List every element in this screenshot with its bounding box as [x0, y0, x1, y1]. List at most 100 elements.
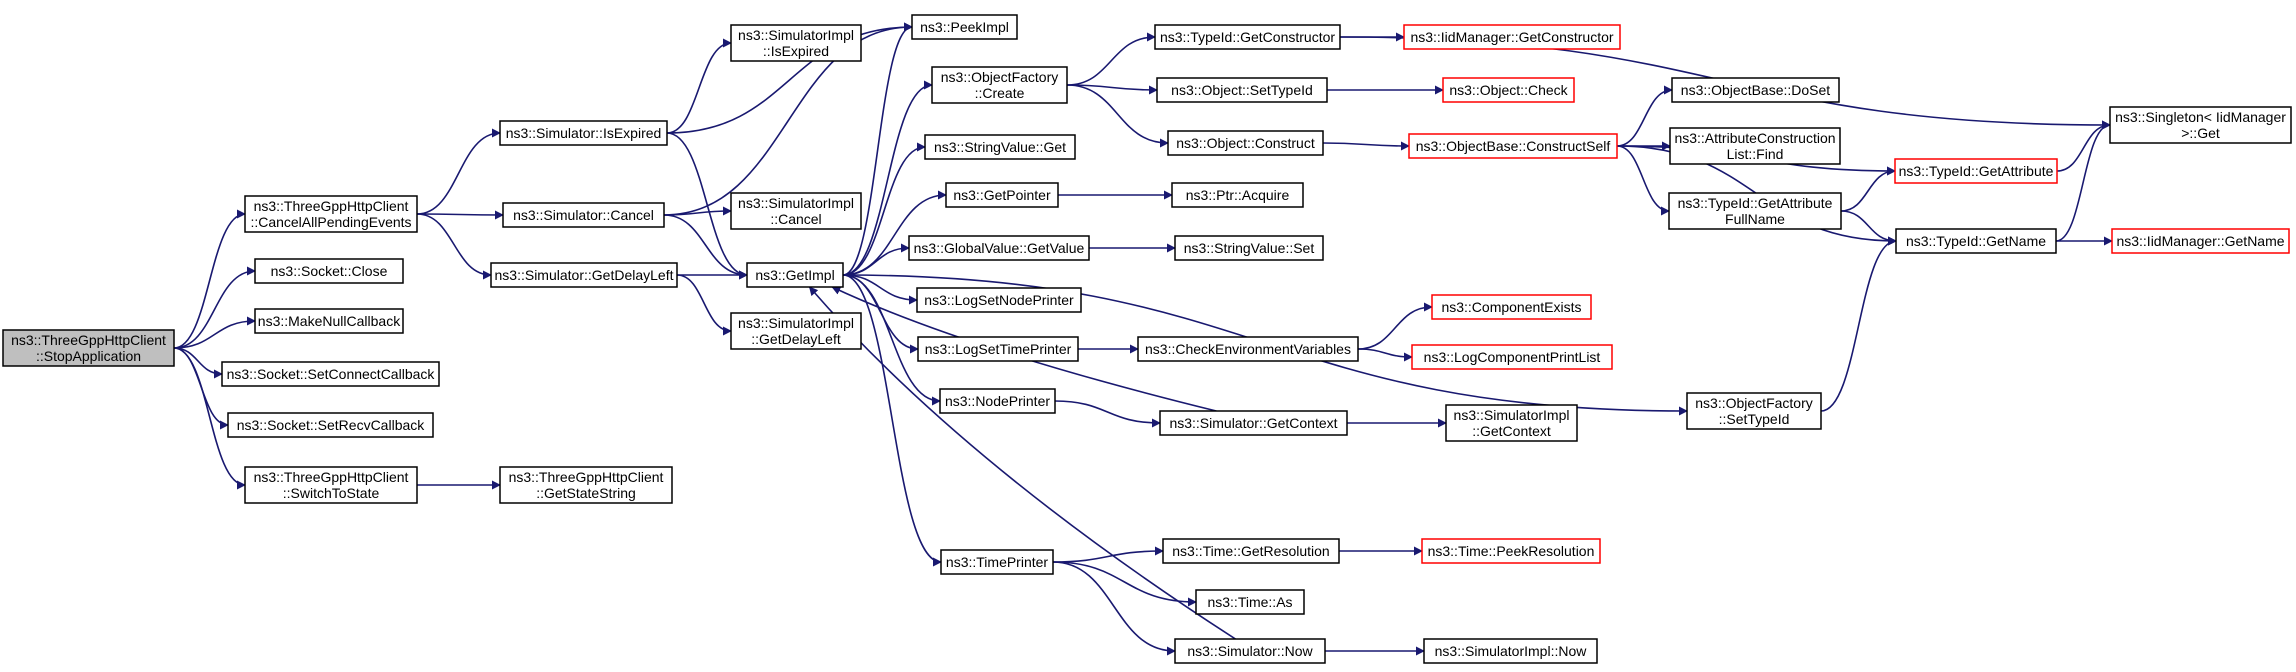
node-label: ns3::ObjectBase::ConstructSelf — [1416, 138, 1611, 154]
node-strset[interactable]: ns3::StringValue::Set — [1174, 235, 1324, 261]
node-box — [1668, 192, 1842, 230]
node-logcompprint[interactable]: ns3::LogComponentPrintList — [1411, 344, 1613, 370]
node-label: List::Find — [1727, 146, 1784, 162]
node-constructself[interactable]: ns3::ObjectBase::ConstructSelf — [1408, 133, 1618, 159]
node-box — [1171, 182, 1304, 208]
node-label: ns3::ObjectFactory — [1695, 395, 1813, 411]
node-label: ns3::SimulatorImpl — [1454, 407, 1570, 423]
node-box — [945, 182, 1059, 208]
node-impl_cancel[interactable]: ns3::SimulatorImpl::Cancel — [730, 192, 862, 230]
node-label: ns3::PeekImpl — [920, 19, 1009, 35]
node-tidgetctor[interactable]: ns3::TypeId::GetConstructor — [1154, 24, 1341, 50]
node-box — [1174, 638, 1326, 664]
edge-nodeprinter-to-simgetctx — [1054, 400, 1161, 428]
node-objcheck[interactable]: ns3::Object::Check — [1442, 77, 1575, 103]
edge-constructself-to-objdoset — [1616, 85, 1673, 147]
node-setrecv[interactable]: ns3::Socket::SetRecvCallback — [227, 412, 434, 438]
node-simcancel[interactable]: ns3::Simulator::Cancel — [502, 202, 665, 228]
node-implnow[interactable]: ns3::SimulatorImpl::Now — [1423, 638, 1598, 664]
node-timeprinter[interactable]: ns3::TimePrinter — [940, 549, 1054, 575]
edge-timeprinter-to-simnow — [1052, 561, 1176, 656]
node-box — [1423, 638, 1598, 664]
node-setconnect[interactable]: ns3::Socket::SetConnectCallback — [221, 361, 440, 387]
node-box — [1894, 158, 2058, 184]
edge-isexpired-to-impl_isexpired — [666, 38, 732, 134]
edge-line — [173, 209, 246, 349]
node-iidgetctor[interactable]: ns3::IidManager::GetConstructor — [1403, 24, 1621, 50]
node-implgetctx[interactable]: ns3::SimulatorImpl::GetContext — [1445, 404, 1578, 442]
node-checkenv[interactable]: ns3::CheckEnvironmentVariables — [1137, 336, 1359, 362]
edge-root-to-setconnect — [173, 347, 223, 379]
node-ofcreate[interactable]: ns3::ObjectFactory::Create — [931, 66, 1068, 104]
edge-line — [1357, 348, 1413, 362]
node-label: ns3::Object::Check — [1449, 82, 1568, 98]
edge-ofcreate-to-objconstruct — [1066, 84, 1169, 148]
node-label: ns3::Simulator::Now — [1187, 643, 1313, 659]
node-label: ns3::NodePrinter — [945, 393, 1050, 409]
node-label: ns3::StringValue::Get — [934, 139, 1066, 155]
node-objdoset[interactable]: ns3::ObjectBase::DoSet — [1671, 77, 1840, 103]
node-iidgetname[interactable]: ns3::IidManager::GetName — [2111, 228, 2290, 254]
node-label: ns3::Singleton< IidManager — [2115, 109, 2286, 125]
edge-root-to-switchstate — [173, 347, 246, 490]
node-box — [499, 120, 668, 146]
node-logtimeprinter[interactable]: ns3::LogSetTimePrinter — [917, 336, 1079, 362]
node-impl_isexpired[interactable]: ns3::SimulatorImpl::IsExpired — [730, 24, 862, 62]
node-lognodeprinter[interactable]: ns3::LogSetNodePrinter — [916, 287, 1082, 313]
node-peekimpl[interactable]: ns3::PeekImpl — [911, 14, 1018, 40]
node-getstatestr[interactable]: ns3::ThreeGppHttpClient::GetStateString — [499, 466, 673, 504]
node-label: ns3::Ptr::Acquire — [1186, 187, 1290, 203]
node-singletonget[interactable]: ns3::Singleton< IidManager>::Get — [2109, 106, 2292, 144]
node-impl_delayleft[interactable]: ns3::SimulatorImpl::GetDelayLeft — [730, 312, 862, 350]
node-label: ns3::IidManager::GetConstructor — [1410, 29, 1613, 45]
node-box — [1686, 392, 1822, 430]
node-gvgetvalue[interactable]: ns3::GlobalValue::GetValue — [908, 235, 1090, 261]
node-getpointer[interactable]: ns3::GetPointer — [945, 182, 1059, 208]
node-label: ::SetTypeId — [1719, 411, 1790, 427]
node-compexists[interactable]: ns3::ComponentExists — [1431, 294, 1592, 320]
edge-checkenv-to-compexists — [1357, 302, 1433, 350]
edge-getimpl-to-ofcreate — [842, 80, 933, 276]
edge-cancelall-to-getdelayleft — [416, 213, 492, 280]
edge-checkenv-to-logcompprint — [1357, 348, 1413, 362]
edge-line — [666, 132, 748, 280]
node-box — [730, 24, 862, 62]
node-getdelayleft[interactable]: ns3::Simulator::GetDelayLeft — [490, 262, 678, 288]
node-box — [244, 195, 418, 233]
edge-cancelall-to-simcancel — [416, 210, 504, 220]
node-tidgetattr[interactable]: ns3::TypeId::GetAttribute — [1894, 158, 2058, 184]
node-makenull[interactable]: ns3::MakeNullCallback — [254, 308, 404, 334]
node-simgetctx[interactable]: ns3::Simulator::GetContext — [1159, 410, 1348, 436]
node-strget[interactable]: ns3::StringValue::Get — [924, 134, 1076, 160]
node-cancelall[interactable]: ns3::ThreeGppHttpClient::CancelAllPendin… — [244, 195, 418, 233]
node-root[interactable]: ns3::ThreeGppHttpClient::StopApplication — [2, 329, 175, 367]
node-ofsettid[interactable]: ns3::ObjectFactory::SetTypeId — [1686, 392, 1822, 430]
node-label: ns3::Time::As — [1207, 594, 1292, 610]
node-peekres[interactable]: ns3::Time::PeekResolution — [1421, 538, 1601, 564]
node-label: ns3::ThreeGppHttpClient — [11, 332, 166, 348]
node-objsettid[interactable]: ns3::Object::SetTypeId — [1156, 77, 1328, 103]
node-box — [917, 336, 1079, 362]
node-objconstruct[interactable]: ns3::Object::Construct — [1167, 130, 1324, 156]
node-ptracquire[interactable]: ns3::Ptr::Acquire — [1171, 182, 1304, 208]
node-timegetres[interactable]: ns3::Time::GetResolution — [1162, 538, 1340, 564]
node-sockclose[interactable]: ns3::Socket::Close — [254, 258, 404, 284]
node-box — [1174, 235, 1324, 261]
edge-line — [2055, 120, 2111, 242]
node-timeas[interactable]: ns3::Time::As — [1195, 589, 1305, 615]
edge-line — [1820, 236, 1897, 412]
node-label: ns3::TypeId::GetName — [1906, 233, 2046, 249]
node-label: ::SwitchToState — [283, 485, 380, 501]
edge-cancelall-to-isexpired — [416, 128, 501, 215]
node-box — [490, 262, 678, 288]
node-box — [244, 466, 418, 504]
node-tidgetname[interactable]: ns3::TypeId::GetName — [1895, 228, 2057, 254]
node-isexpired[interactable]: ns3::Simulator::IsExpired — [499, 120, 668, 146]
node-nodeprinter[interactable]: ns3::NodePrinter — [939, 388, 1056, 414]
node-simnow[interactable]: ns3::Simulator::Now — [1174, 638, 1326, 664]
edge-line — [1066, 32, 1156, 86]
node-getimpl[interactable]: ns3::GetImpl — [746, 262, 844, 288]
node-switchstate[interactable]: ns3::ThreeGppHttpClient::SwitchToState — [244, 466, 418, 504]
